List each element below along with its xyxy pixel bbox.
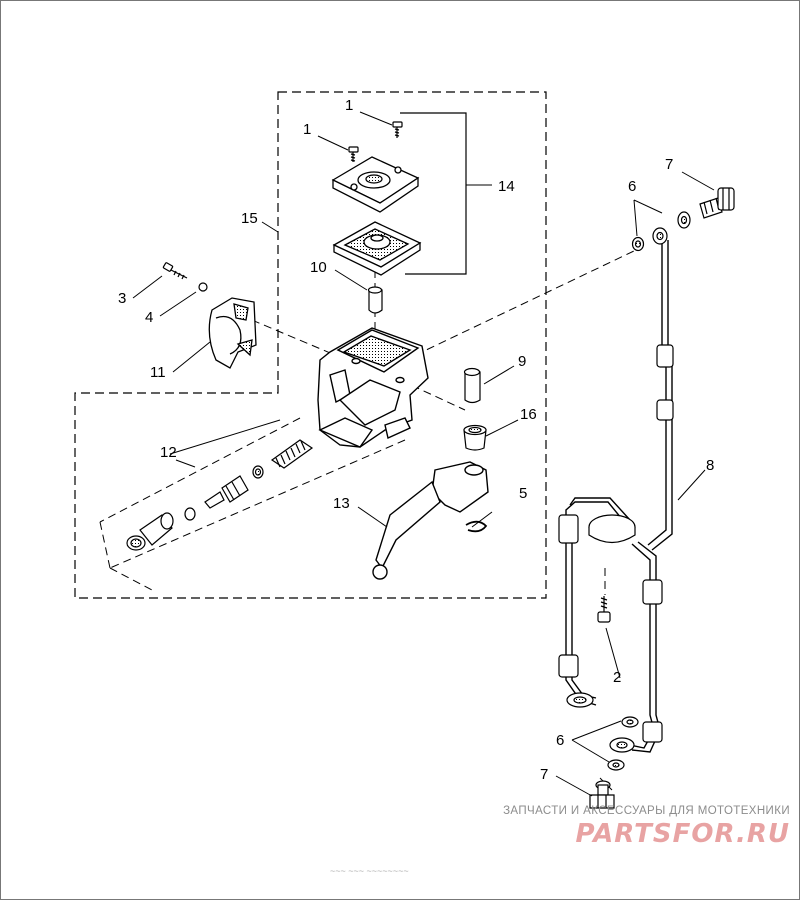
reservoir-cover (331, 156, 420, 213)
retaining-clip (465, 520, 488, 533)
callout-12: 12 (160, 444, 177, 461)
watermark-tagline: ЗАПЧАСТИ И АКСЕССУАРЫ ДЛЯ МОТОТЕХНИКИ (503, 805, 790, 817)
piston-assembly (126, 439, 314, 551)
clutch-lever (372, 461, 489, 580)
callout-16: 16 (520, 406, 537, 423)
handlebar-clamp (208, 297, 257, 369)
callout-13: 13 (333, 495, 350, 512)
callout-2: 2 (613, 669, 621, 686)
callout-5: 5 (519, 485, 527, 502)
clamp-washer (198, 282, 208, 292)
pivot-pin (463, 367, 481, 404)
callout-8: 8 (706, 457, 714, 474)
callout-11: 11 (150, 364, 166, 381)
callout-6b: 6 (556, 732, 564, 749)
washers (607, 211, 691, 771)
callout-10: 10 (310, 259, 327, 276)
screw-1a (392, 121, 403, 138)
callout-6a: 6 (628, 178, 636, 195)
callout-9: 9 (518, 353, 526, 370)
banjo-bolt-lower (589, 780, 615, 809)
callout-7a: 7 (665, 156, 673, 173)
mounting-screw (597, 596, 611, 623)
sight-glass (367, 286, 383, 314)
leader-lines (132, 111, 715, 797)
callout-15: 15 (241, 210, 258, 227)
pivot-bushing (463, 424, 487, 451)
callout-1a: 1 (345, 97, 353, 114)
callout-4: 4 (145, 309, 153, 326)
master-cylinder-body (317, 327, 429, 448)
clamp-screw (162, 262, 188, 280)
callout-14: 14 (498, 178, 515, 195)
brake-line-fittings (558, 227, 674, 753)
callout-3: 3 (118, 290, 126, 307)
callout-1b: 1 (303, 121, 311, 138)
watermark-logo: PARTSFOR.RU (575, 819, 790, 849)
screw-1b (348, 146, 359, 162)
callout-7b: 7 (540, 766, 548, 783)
callout-labels: 1 1 2 3 4 5 6 6 7 7 8 9 10 11 12 13 14 1… (118, 97, 714, 783)
watermark: ЗАПЧАСТИ И АКСЕССУАРЫ ДЛЯ МОТОТЕХНИКИ PA… (503, 805, 790, 849)
banjo-bolt-upper (699, 187, 735, 219)
bracket-14 (400, 112, 467, 275)
reservoir-diaphragm (332, 221, 422, 276)
alignment-lines (99, 249, 637, 791)
figure-id: ~~~ ~~~ ~~~~~~~~ (330, 866, 409, 876)
assembly-boundary-dashed (74, 91, 547, 599)
